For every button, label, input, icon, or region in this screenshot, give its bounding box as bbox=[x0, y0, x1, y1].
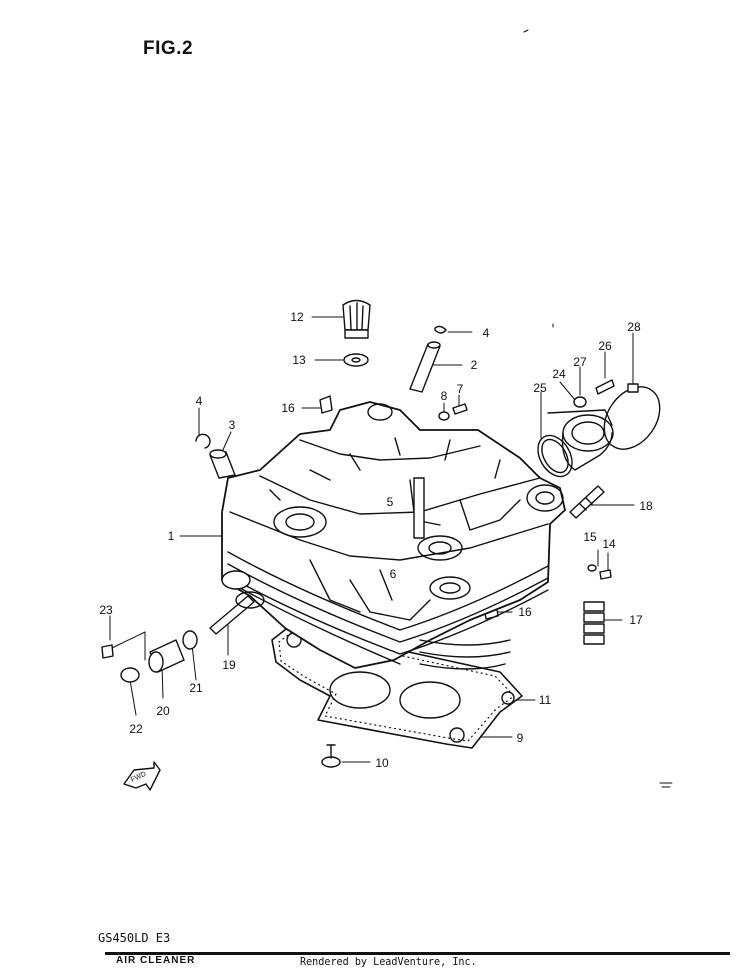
callout-9: 9 bbox=[516, 731, 524, 745]
callout-26: 26 bbox=[598, 339, 612, 353]
callout-23: 23 bbox=[99, 603, 113, 617]
callout-21: 21 bbox=[189, 681, 203, 695]
callout-2: 2 bbox=[470, 358, 478, 372]
callout-7: 7 bbox=[456, 382, 464, 396]
figure-title: FIG.2 bbox=[143, 38, 194, 59]
footer-credit: Rendered by LeadVenture, Inc. bbox=[300, 955, 477, 968]
model-code: GS450LD E3 bbox=[98, 931, 171, 945]
callout-15: 15 bbox=[583, 530, 597, 544]
callout-16-lower: 16 bbox=[518, 605, 532, 619]
callout-16-top: 16 bbox=[281, 401, 295, 415]
callout-19: 19 bbox=[222, 658, 236, 672]
callout-22: 22 bbox=[129, 722, 143, 736]
footer-rule bbox=[105, 952, 730, 955]
callout-8: 8 bbox=[440, 389, 448, 403]
callout-24: 24 bbox=[552, 367, 566, 381]
callout-5: 5 bbox=[386, 495, 394, 509]
callout-12: 12 bbox=[290, 310, 304, 324]
cylinder-head bbox=[221, 401, 566, 670]
callout-17: 17 bbox=[629, 613, 643, 627]
callout-1: 1 bbox=[167, 529, 175, 543]
callout-27: 27 bbox=[573, 355, 587, 369]
callout-3: 3 bbox=[228, 418, 236, 432]
callout-18: 18 bbox=[639, 499, 653, 513]
callout-4-top: 4 bbox=[482, 326, 490, 340]
callout-14: 14 bbox=[602, 537, 616, 551]
callout-25: 25 bbox=[533, 381, 547, 395]
callout-6: 6 bbox=[389, 567, 397, 581]
callout-11: 11 bbox=[538, 693, 552, 707]
callout-4-left: 4 bbox=[195, 394, 203, 408]
scan-specks bbox=[523, 29, 673, 788]
forward-arrow: FWD bbox=[123, 761, 161, 791]
callout-28: 28 bbox=[627, 320, 641, 334]
callout-10: 10 bbox=[375, 756, 389, 770]
callout-20: 20 bbox=[156, 704, 170, 718]
callout-13: 13 bbox=[292, 353, 306, 367]
footer-section-label: AIR CLEANER bbox=[116, 955, 196, 964]
